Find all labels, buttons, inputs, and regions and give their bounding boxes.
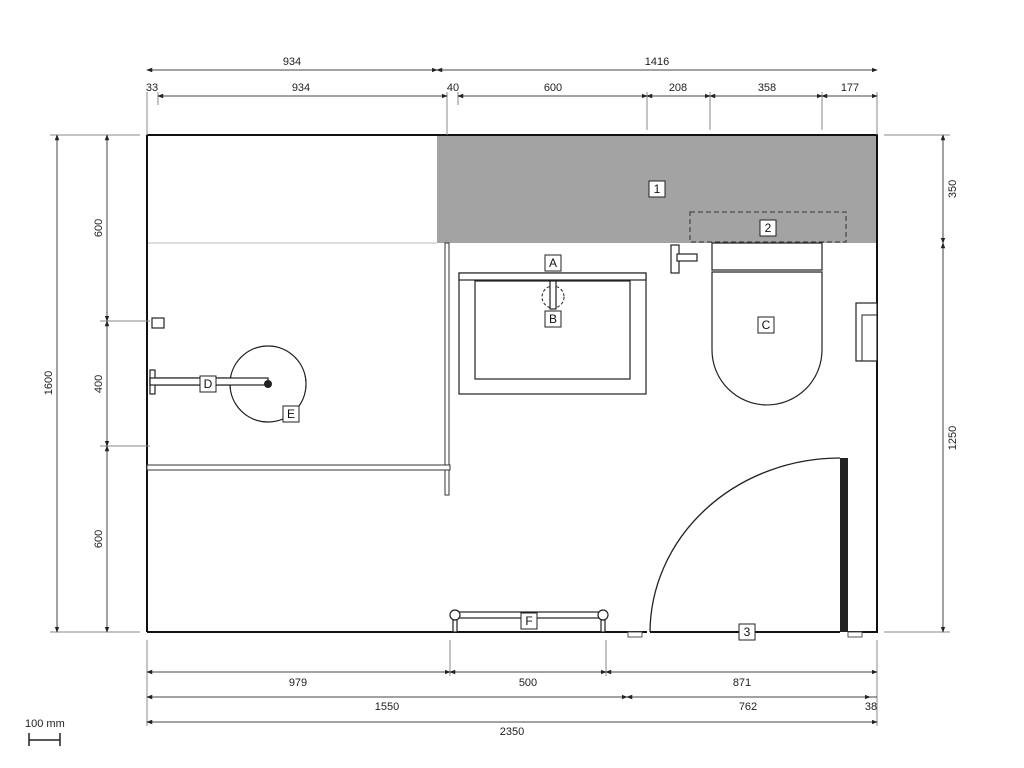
tag-D: D [199,375,217,393]
svg-text:600: 600 [544,82,562,94]
svg-text:1416: 1416 [645,56,669,68]
tag-zone-1: 1 [648,180,666,198]
top-dimensions: 934 1416 33 934 40 600 208 358 177 [146,56,878,135]
tag-zone-3: 3 [738,623,756,641]
svg-text:600: 600 [93,530,105,548]
tag-F: F [520,612,538,630]
svg-text:177: 177 [841,82,859,94]
svg-text:1250: 1250 [947,426,959,450]
tap-B [541,280,565,310]
svg-text:C: C [762,318,771,332]
basin-A [458,272,647,395]
tag-zone-2: 2 [759,219,777,237]
svg-text:1550: 1550 [375,701,399,713]
svg-text:934: 934 [292,82,310,94]
paper-holder [855,302,878,362]
svg-text:1: 1 [654,182,661,196]
svg-text:1600: 1600 [43,371,55,395]
right-dimensions: 350 1250 [884,134,959,633]
svg-text:33: 33 [146,82,158,94]
svg-text:100 mm: 100 mm [25,718,65,730]
svg-text:350: 350 [947,180,959,198]
svg-text:B: B [549,312,557,326]
left-dimensions: 1600 600 400 600 [43,134,150,633]
svg-text:762: 762 [739,701,757,713]
door-swing-arc [649,457,841,633]
svg-text:E: E [287,407,295,421]
tag-E: E [282,405,300,423]
svg-text:934: 934 [283,56,301,68]
svg-text:400: 400 [93,375,105,393]
door-leaf[interactable] [840,458,848,632]
tag-C: C [757,316,775,334]
svg-text:40: 40 [447,82,459,94]
tag-B: B [544,310,562,328]
svg-text:38: 38 [865,701,877,713]
svg-text:A: A [549,256,557,270]
toilet-C [711,242,823,406]
svg-text:F: F [525,614,532,628]
svg-text:600: 600 [93,219,105,237]
svg-text:500: 500 [519,677,537,689]
svg-text:871: 871 [733,677,751,689]
bottom-dimensions: 979 500 871 1550 762 38 2350 [146,640,878,738]
svg-text:2350: 2350 [500,726,524,738]
svg-text:358: 358 [758,82,776,94]
svg-text:2: 2 [765,221,772,235]
flush-valve [670,244,698,274]
shower-screen [146,242,451,496]
svg-text:208: 208 [669,82,687,94]
svg-text:979: 979 [289,677,307,689]
shower-valve [151,317,165,329]
svg-text:3: 3 [744,625,751,639]
scale-bar: 100 mm [25,718,65,746]
cistern-zone-2 [689,211,847,243]
tag-A: A [544,254,562,272]
svg-text:D: D [204,377,213,391]
